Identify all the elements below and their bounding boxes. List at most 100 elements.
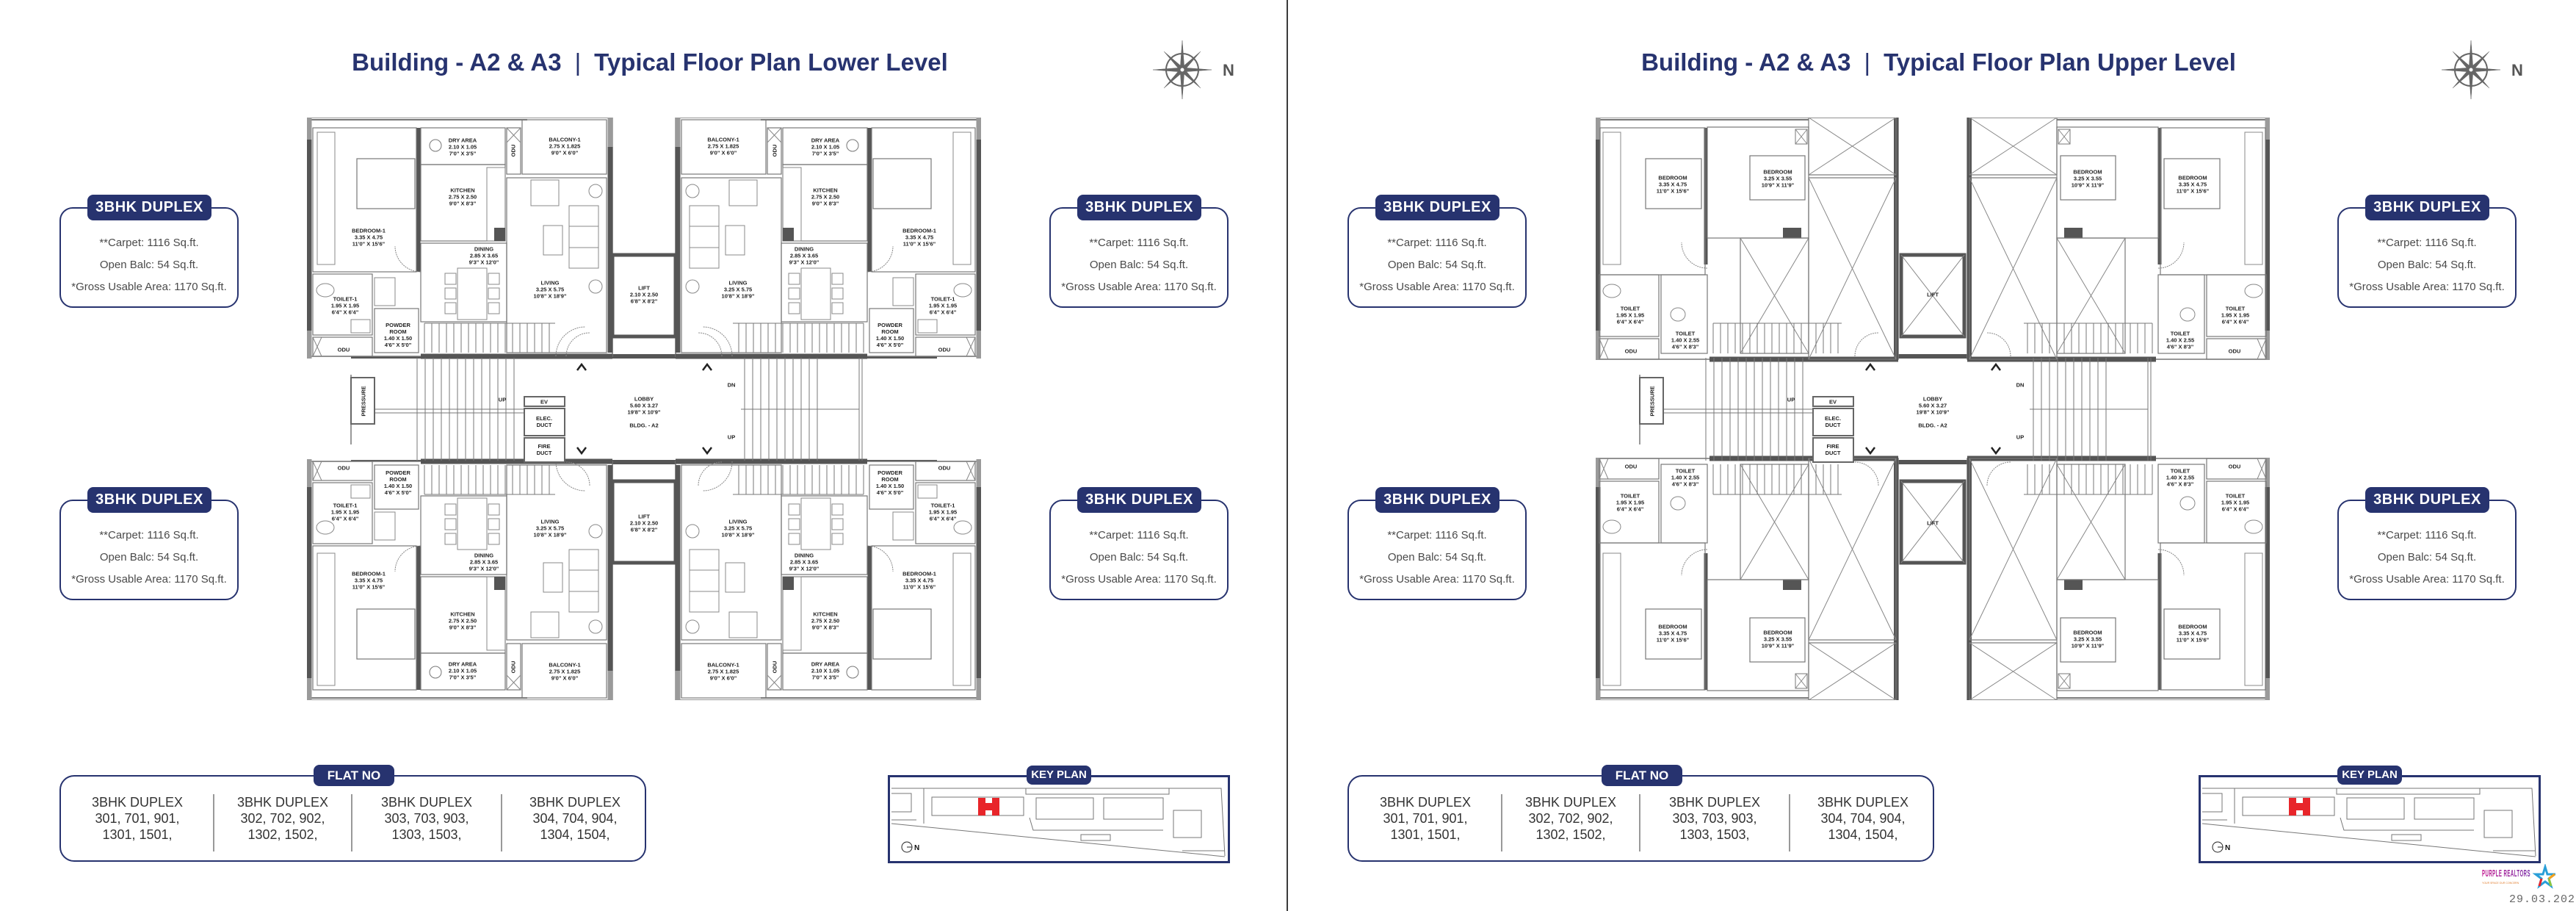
flat-numbers: 1301, 1501, xyxy=(1390,827,1461,842)
label-line: 10'9" X 11'9" xyxy=(2072,643,2105,649)
label-line: 4'6" X 8'3" xyxy=(1672,344,1699,350)
site-outline xyxy=(2336,788,2481,795)
room-label: ODU xyxy=(1625,464,1638,470)
elec-duct-label: ELEC.DUCT xyxy=(1825,415,1841,428)
stair-up-label: UP xyxy=(728,434,735,441)
label-line: 3.25 X 3.55 xyxy=(1764,636,1792,643)
gross-area: *Gross Usable Area: 1170 Sq.ft. xyxy=(1061,281,1217,293)
label-line: 6'4" X 6'4" xyxy=(332,516,359,522)
label-line: TOILET-1 xyxy=(333,296,358,303)
label-line: 2.75 X 1.825 xyxy=(549,143,581,150)
label-line: 3.25 X 3.55 xyxy=(2074,636,2102,643)
label-line: 3.35 X 4.75 xyxy=(905,234,933,241)
label-line: 2.75 X 2.50 xyxy=(811,618,839,624)
label-line: 11'0" X 15'6" xyxy=(352,584,386,591)
label-line: 1.40 X 1.50 xyxy=(876,335,904,342)
building-block xyxy=(2346,797,2405,820)
flat-no-badge: FLAT NO xyxy=(1602,765,1682,786)
label-line: ROOM xyxy=(389,476,406,483)
label-line: 2.10 X 1.05 xyxy=(449,668,477,674)
unit-info-box: 3BHK DUPLEX **Carpet: 1116 Sq.ft.Open Ba… xyxy=(2337,487,2517,600)
site-outline xyxy=(891,788,1226,857)
label-line: 10'8" X 18'9" xyxy=(534,532,567,539)
page-lower-level: Building - A2 & A3|Typical Floor Plan Lo… xyxy=(0,0,1287,911)
label-line: 6'4" X 6'4" xyxy=(2222,319,2249,325)
label-line: DINING xyxy=(474,246,493,253)
label-line: BLDG. - A2 xyxy=(1918,422,1947,429)
label-line: ROOM xyxy=(881,328,898,335)
unit-type-badge: 3BHK DUPLEX xyxy=(2365,195,2489,220)
label-line: 3.35 X 4.75 xyxy=(1659,630,1687,637)
label-line: 9'0" X 8'3" xyxy=(812,201,839,207)
label-line: ODU xyxy=(2229,464,2241,470)
label-line: 10'9" X 11'9" xyxy=(2072,182,2105,189)
balcony-area: Open Balc: 54 Sq.ft. xyxy=(2377,259,2477,271)
label-line: 3.25 X 3.55 xyxy=(2074,176,2102,182)
label-line: DRY AREA xyxy=(449,137,477,144)
label-line: ELEC. xyxy=(536,415,552,422)
site-outline xyxy=(2202,793,2223,813)
room-label: ODU xyxy=(510,661,517,674)
label-line: 19'8" X 10'9" xyxy=(1917,409,1950,416)
label-line: 11'0" X 15'6" xyxy=(1657,637,1690,644)
label-line: 9'3" X 12'0" xyxy=(789,259,820,266)
lift-label: LIFT xyxy=(1927,520,1939,527)
unit-info-box: 3BHK DUPLEX **Carpet: 1116 Sq.ft.Open Ba… xyxy=(1049,195,1229,308)
lift-label: LIFT xyxy=(1927,292,1939,298)
label-line: 6'4" X 6'4" xyxy=(930,516,957,522)
label-line: 7'0" X 3'5" xyxy=(812,151,839,157)
label-line: LIFT xyxy=(1927,520,1939,527)
label-line: 4'6" X 5'0" xyxy=(877,489,904,496)
pressure-shaft xyxy=(350,377,375,425)
label-line: 3.25 X 5.75 xyxy=(536,287,564,293)
label-line: UP xyxy=(499,397,506,403)
compass-north-label: N xyxy=(2511,61,2523,79)
label-line: UP xyxy=(2016,434,2024,441)
label-line: BALCONY-1 xyxy=(549,662,580,669)
label-line: 6'4" X 6'4" xyxy=(930,309,957,316)
label-line: BEDROOM-1 xyxy=(902,571,936,577)
label-line: DN xyxy=(2016,382,2025,389)
compass-rose-icon: N xyxy=(1152,40,1234,99)
label-line: 1.95 X 1.95 xyxy=(331,509,359,516)
gross-area: *Gross Usable Area: 1170 Sq.ft. xyxy=(1061,573,1217,586)
gross-area: *Gross Usable Area: 1170 Sq.ft. xyxy=(71,281,227,293)
carpet-area: **Carpet: 1116 Sq.ft. xyxy=(2377,237,2477,249)
label-line: 2.85 X 3.65 xyxy=(470,559,498,566)
label-line: 11'0" X 15'6" xyxy=(1657,188,1690,195)
label-line: DUCT xyxy=(537,450,552,456)
title-building: Building - A2 & A3 xyxy=(1641,48,1851,76)
label-line: 2.10 X 1.05 xyxy=(449,144,477,151)
label-line: TOILET-1 xyxy=(931,296,955,303)
arrow-up-icon xyxy=(576,362,587,371)
building-block xyxy=(2414,797,2475,820)
column-divider xyxy=(1789,794,1790,851)
title-separator: | xyxy=(1864,48,1871,76)
logo-wordmark: PURPLE REALTORS xyxy=(2482,868,2530,879)
room-label: ODU xyxy=(772,145,778,157)
title-plan: Typical Floor Plan Lower Level xyxy=(594,48,948,76)
flat-numbers: 303, 703, 903, xyxy=(384,811,469,826)
building-block xyxy=(2242,796,2335,816)
room-label: ODU xyxy=(338,347,350,353)
unit-info-box: 3BHK DUPLEX **Carpet: 1116 Sq.ft.Open Ba… xyxy=(59,195,239,308)
fire-duct xyxy=(524,437,565,463)
balcony-area: Open Balc: 54 Sq.ft. xyxy=(1089,551,1189,563)
elec-duct xyxy=(524,408,565,436)
